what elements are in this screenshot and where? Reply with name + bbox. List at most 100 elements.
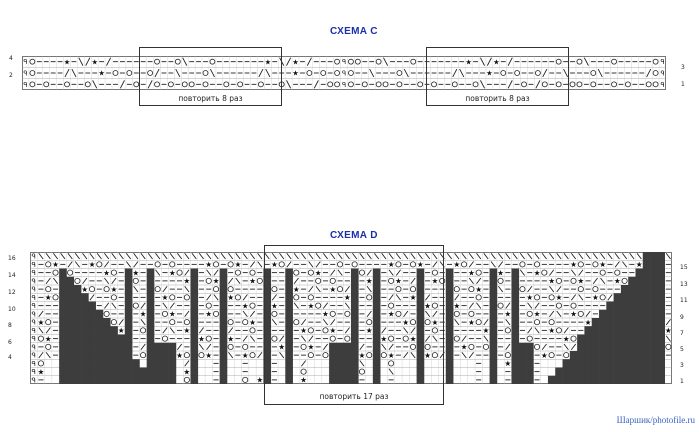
k2tog-symbol [507,57,513,66]
ssk-symbol [104,252,110,260]
yarn-over-symbol [468,343,475,350]
filled-cell [343,359,352,368]
yarn-over-symbol [396,70,403,76]
scheme-d-right-number: 7 [680,330,684,337]
yarn-over-symbol [329,335,336,342]
filled-cell [139,367,148,377]
filled-cell [584,342,593,352]
filled-cell [59,318,67,327]
yarn-over-symbol [249,327,256,334]
k2tog-symbol [242,335,248,342]
filled-cell [88,309,96,319]
filled-cell [606,326,614,335]
yarn-over-symbol [103,310,110,317]
filled-cell [606,334,614,344]
filled-cell [577,351,585,360]
star-symbol: ★ [577,277,584,286]
yarn-over-symbol [183,352,190,359]
star-symbol: ★ [475,285,482,294]
star-symbol: ★ [417,260,424,269]
star-symbol: ★ [366,326,373,335]
ssk-symbol [395,294,401,301]
yarn-over-symbol [161,310,168,317]
filled-cell [263,351,272,360]
scheme-c-title: СХЕМА С [330,26,378,37]
filled-cell [628,293,636,302]
filled-cell [599,359,607,368]
filled-cell [569,359,578,368]
yarn-over-symbol [366,352,373,359]
filled-cell [351,276,359,286]
filled-cell [620,318,629,327]
filled-cell [73,318,82,327]
filled-cell [628,318,636,327]
k2tog-symbol [271,294,277,301]
ssk-symbol [293,252,299,260]
k2tog-symbol [82,277,88,285]
filled-cell [657,318,666,327]
filled-cell [642,260,651,269]
k2tog-symbol [308,335,314,342]
star-symbol: ★ [614,277,621,286]
star-symbol: ★ [453,301,460,310]
filled-cell [642,285,651,294]
filled-cell [146,326,155,335]
yarn-over-symbol [337,261,344,268]
filled-cell [372,276,381,286]
ssk-symbol [461,351,467,359]
ssk-symbol [381,252,387,260]
filled-cell [190,367,199,377]
filled-cell [591,375,600,384]
filled-cell [351,293,359,302]
filled-cell [124,375,133,384]
yarn-over-symbol [112,70,119,76]
filled-cell [263,334,272,344]
yarn-over-symbol [140,327,147,334]
filled-cell [372,351,381,360]
yarn-over-symbol [431,269,438,276]
yarn-over-symbol [320,70,327,76]
yarn-over-symbol [322,327,329,334]
k2tog-symbol [249,261,256,268]
filled-cell [620,301,629,311]
yarn-over-symbol [521,81,527,88]
filled-cell [73,375,82,384]
yarn-over-symbol [169,319,176,326]
yarn-over-symbol [307,294,314,301]
filled-cell [642,375,651,384]
ssk-symbol [257,252,263,260]
filled-cell [190,318,199,327]
filled-cell [73,367,82,377]
k2tog-symbol [366,269,372,276]
ssk-symbol [383,57,389,66]
ssk-symbol [622,252,628,260]
filled-cell [73,326,82,335]
filled-cell [416,359,425,368]
ssk-symbol [78,57,84,66]
filled-cell [599,342,607,352]
filled-cell [219,276,228,286]
filled-cell [81,367,89,377]
filled-cell [190,301,199,311]
filled-cell [620,326,629,335]
yarn-over-symbol [590,70,597,76]
yarn-over-symbol [348,58,354,65]
star-symbol: ★ [45,293,52,302]
ssk-symbol [191,252,197,260]
filled-cell [66,351,75,360]
yarn-over-symbol [431,81,437,88]
filled-cell [635,293,644,302]
filled-cell [657,326,666,335]
filled-cell [88,334,96,344]
filled-cell [124,285,133,294]
yarn-over-symbol [154,286,161,293]
filled-cell [657,285,666,294]
filled-cell [88,301,96,311]
yarn-over-symbol [103,286,110,293]
filled-cell [489,351,498,360]
ssk-symbol [483,252,489,260]
filled-cell [351,367,359,377]
filled-cell [59,285,67,294]
k2tog-symbol [403,310,409,318]
filled-cell [66,367,75,377]
